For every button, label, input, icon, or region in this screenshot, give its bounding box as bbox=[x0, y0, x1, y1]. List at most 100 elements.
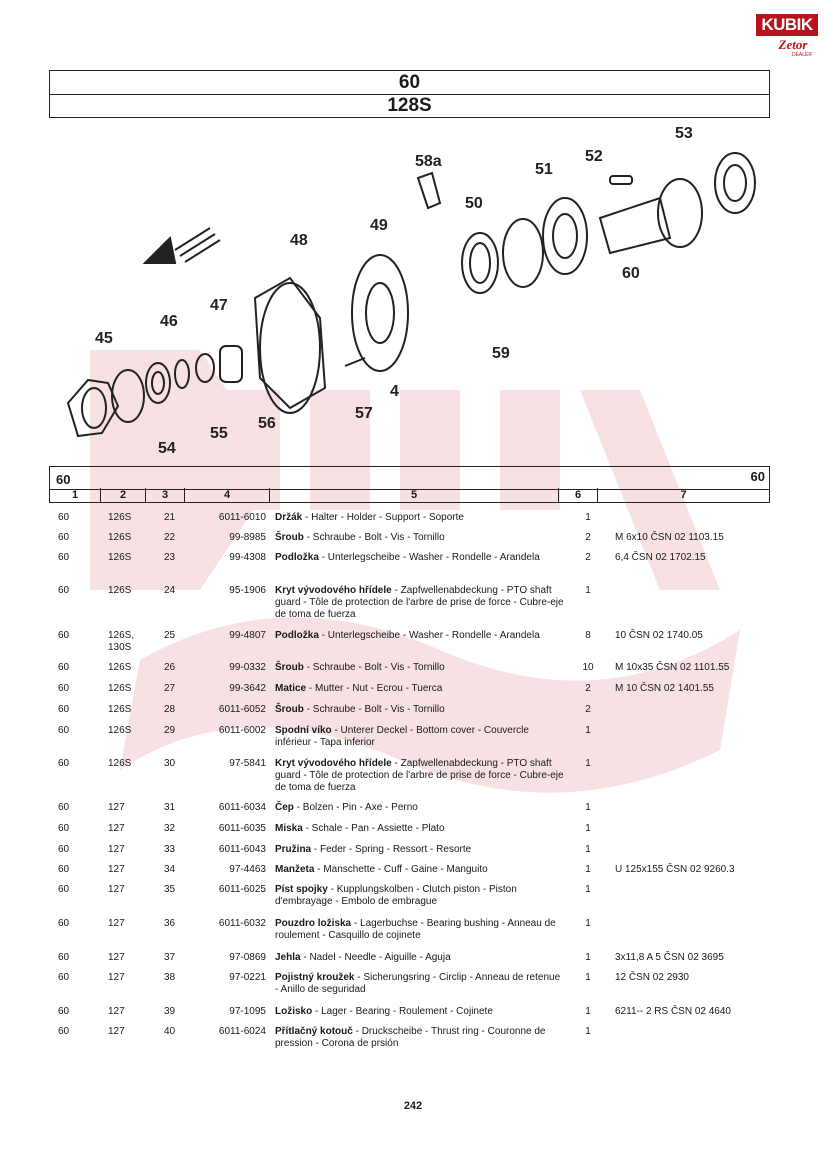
cell-group: 60 bbox=[58, 512, 70, 523]
cell-part-number: 6011-6024 bbox=[218, 1026, 266, 1037]
part-name: Pojistný kroužek bbox=[275, 972, 355, 983]
cell-quantity: 8 bbox=[585, 630, 591, 641]
label-55: 55 bbox=[210, 425, 228, 442]
part-name: Spodní víko bbox=[275, 725, 332, 736]
cell-description: Pojistný kroužek - Sicherungsring - Circ… bbox=[275, 972, 565, 996]
cell-part-number: 6011-6052 bbox=[218, 704, 266, 715]
cell-position: 38 bbox=[164, 972, 176, 983]
cell-standard: M 10 ČSN 02 1401.55 bbox=[615, 683, 714, 694]
cell-group: 60 bbox=[58, 864, 70, 875]
cell-part-number: 99-4807 bbox=[229, 630, 266, 641]
part-translations: - Schraube - Bolt - Vis - Tornillo bbox=[303, 662, 445, 673]
cell-standard: 12 ČSN 02 2930 bbox=[615, 972, 689, 983]
part-translations: - Nadel - Needle - Aiguille - Aguja bbox=[300, 952, 451, 963]
cell-group: 60 bbox=[58, 918, 70, 929]
cell-part-number: 99-4308 bbox=[229, 552, 266, 563]
part-name: Matice bbox=[275, 683, 307, 694]
part-translations: - Sicherungsring - Circlip - Anneau de r… bbox=[275, 972, 561, 995]
cell-description: Kryt vývodového hřídele - Zapfwellenabde… bbox=[275, 758, 565, 794]
part-translations: - Zapfwellenabdeckung - PTO shaft guard … bbox=[275, 758, 564, 793]
label-4: 4 bbox=[390, 383, 399, 400]
part-name: Píst spojky bbox=[275, 884, 328, 895]
part-name: Držák bbox=[275, 512, 303, 523]
cell-quantity: 10 bbox=[582, 662, 594, 673]
part-translations: - Feder - Spring - Ressort - Resorte bbox=[311, 844, 472, 855]
cell-description: Podložka - Unterlegscheibe - Washer - Ro… bbox=[275, 630, 565, 642]
cell-group: 60 bbox=[58, 662, 70, 673]
part-translations: - Schale - Pan - Assiette - Plato bbox=[302, 823, 445, 834]
part-translations: - Manschette - Cuff - Gaine - Manguito bbox=[314, 864, 488, 875]
cell-position: 21 bbox=[164, 512, 176, 523]
cell-model: 127 bbox=[108, 844, 125, 855]
cell-model: 126S bbox=[108, 704, 132, 715]
part-name: Pouzdro ložiska bbox=[275, 918, 352, 929]
cell-part-number: 97-0221 bbox=[229, 972, 266, 983]
cell-model: 127 bbox=[108, 884, 125, 895]
cell-group: 60 bbox=[58, 802, 70, 813]
cell-position: 22 bbox=[164, 532, 176, 543]
cell-model: 127 bbox=[108, 802, 125, 813]
cell-description: Manžeta - Manschette - Cuff - Gaine - Ma… bbox=[275, 864, 565, 876]
col-header-7: 7 bbox=[597, 488, 770, 503]
label-58a: 58a bbox=[415, 153, 442, 170]
part-name: Šroub bbox=[275, 662, 304, 673]
model-title: 128S bbox=[49, 94, 770, 118]
cell-position: 24 bbox=[164, 585, 176, 596]
part-translations: - Lagerbuchse - Bearing bushing - Anneau… bbox=[275, 918, 556, 941]
cell-group: 60 bbox=[58, 725, 70, 736]
cell-position: 30 bbox=[164, 758, 176, 769]
cell-model: 126S bbox=[108, 585, 132, 596]
part-name: Podložka bbox=[275, 630, 319, 641]
group-title: 60 bbox=[49, 70, 770, 95]
label-57: 57 bbox=[355, 405, 373, 422]
cell-quantity: 1 bbox=[585, 758, 591, 769]
col-header-5: 5 bbox=[269, 488, 559, 503]
label-52: 52 bbox=[585, 148, 603, 165]
part-name: Kryt vývodového hřídele bbox=[275, 758, 392, 769]
cell-group: 60 bbox=[58, 972, 70, 983]
part-translations: - Unterer Deckel - Bottom cover - Couver… bbox=[275, 725, 529, 748]
part-name: Manžeta bbox=[275, 864, 315, 875]
part-translations: - Schraube - Bolt - Vis - Tornillo bbox=[303, 704, 445, 715]
cell-model: 127 bbox=[108, 864, 125, 875]
part-translations: - Kupplungskolben - Clutch piston - Pist… bbox=[275, 884, 517, 907]
cell-model: 126S bbox=[108, 532, 132, 543]
label-49: 49 bbox=[370, 217, 388, 234]
cell-standard: 6,4 ČSN 02 1702.15 bbox=[615, 552, 706, 563]
part-name: Kryt vývodového hřídele bbox=[275, 585, 392, 596]
cell-position: 40 bbox=[164, 1026, 176, 1037]
cell-part-number: 99-0332 bbox=[229, 662, 266, 673]
cell-description: Miska - Schale - Pan - Assiette - Plato bbox=[275, 823, 565, 835]
logo-tag: DEALER bbox=[791, 52, 812, 58]
cell-position: 34 bbox=[164, 864, 176, 875]
label-50: 50 bbox=[465, 195, 483, 212]
cell-standard: 3x11,8 A 5 ČSN 02 3695 bbox=[615, 952, 724, 963]
cell-position: 31 bbox=[164, 802, 176, 813]
cell-part-number: 97-4463 bbox=[229, 864, 266, 875]
cell-model: 126S bbox=[108, 552, 132, 563]
cell-position: 37 bbox=[164, 952, 176, 963]
part-translations: - Schraube - Bolt - Vis - Tornillo bbox=[303, 532, 445, 543]
part-name: Podložka bbox=[275, 552, 319, 563]
cell-standard: U 125x155 ČSN 02 9260.3 bbox=[615, 864, 735, 875]
col-header-4: 4 bbox=[184, 488, 270, 503]
cell-model: 127 bbox=[108, 918, 125, 929]
part-name: Šroub bbox=[275, 532, 304, 543]
part-translations: - Bolzen - Pin - Axe - Perno bbox=[293, 802, 418, 813]
cell-position: 25 bbox=[164, 630, 176, 641]
cell-model: 127 bbox=[108, 823, 125, 834]
cell-description: Čep - Bolzen - Pin - Axe - Perno bbox=[275, 802, 565, 814]
cell-quantity: 1 bbox=[585, 918, 591, 929]
cell-group: 60 bbox=[58, 683, 70, 694]
group-right: 60 bbox=[750, 469, 765, 484]
label-51: 51 bbox=[535, 161, 553, 178]
label-46: 46 bbox=[160, 313, 178, 330]
cell-position: 39 bbox=[164, 1006, 176, 1017]
label-47: 47 bbox=[210, 297, 228, 314]
col-header-6: 6 bbox=[558, 488, 598, 503]
cell-quantity: 2 bbox=[585, 532, 591, 543]
cell-part-number: 95-1906 bbox=[229, 585, 266, 596]
label-45: 45 bbox=[95, 330, 113, 347]
part-name: Ložisko bbox=[275, 1006, 313, 1017]
cell-part-number: 6011-6002 bbox=[218, 725, 266, 736]
